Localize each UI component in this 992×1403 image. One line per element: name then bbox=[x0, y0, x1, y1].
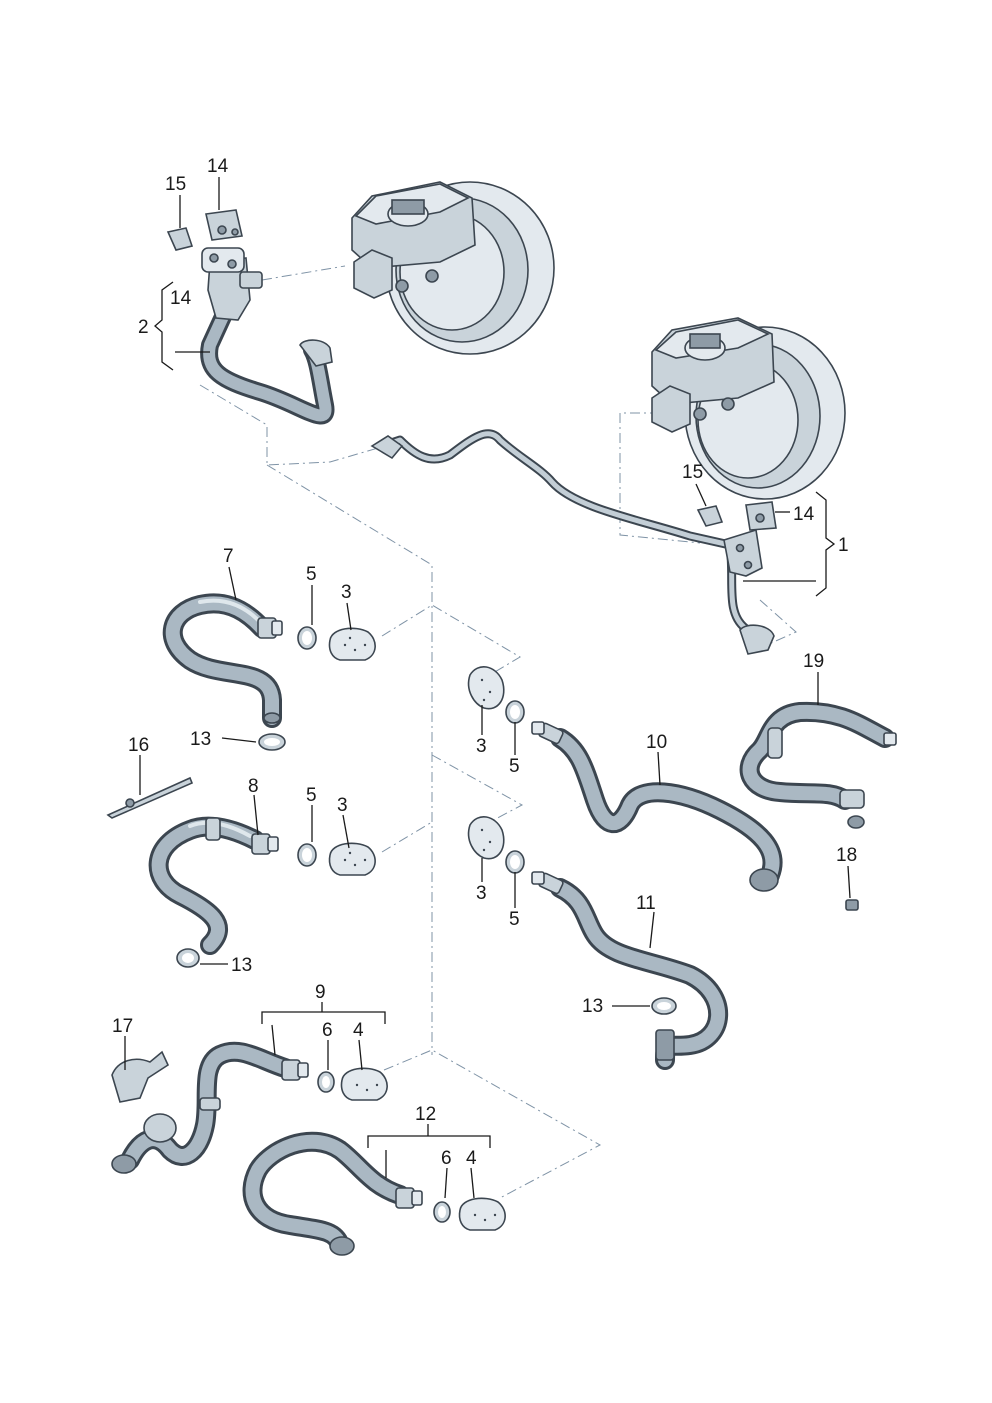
callout-19: 19 bbox=[803, 651, 824, 672]
hose-12 bbox=[242, 1131, 423, 1256]
callout-13: 13 bbox=[190, 729, 211, 750]
brake-booster-lower bbox=[651, 317, 846, 500]
callout-18: 18 bbox=[836, 845, 857, 866]
callout-6: 6 bbox=[441, 1148, 452, 1169]
vacuum-line-1 bbox=[370, 429, 775, 655]
callout-5: 5 bbox=[509, 909, 520, 930]
callout-11: 11 bbox=[636, 893, 656, 914]
hose-clamps bbox=[176, 626, 677, 1223]
hose-7 bbox=[162, 593, 283, 728]
hose-8 bbox=[148, 816, 279, 955]
hose-11 bbox=[531, 871, 729, 1070]
callout-3: 3 bbox=[476, 736, 487, 757]
callout-6: 6 bbox=[322, 1020, 333, 1041]
callout-10: 10 bbox=[646, 732, 667, 753]
callout-14: 14 bbox=[170, 288, 192, 309]
brake-booster-upper bbox=[351, 181, 555, 355]
callout-5: 5 bbox=[509, 756, 520, 777]
callout-3: 3 bbox=[341, 582, 352, 603]
callout-5: 5 bbox=[306, 564, 317, 585]
callout-5: 5 bbox=[306, 785, 317, 806]
callout-14: 14 bbox=[793, 504, 815, 525]
callout-16: 16 bbox=[128, 735, 149, 756]
callout-14: 14 bbox=[207, 156, 229, 177]
callout-15: 15 bbox=[682, 462, 703, 483]
callout-17: 17 bbox=[112, 1016, 133, 1037]
hose-19 bbox=[739, 701, 897, 829]
callout-2: 2 bbox=[138, 317, 149, 338]
callout-12: 12 bbox=[415, 1104, 436, 1125]
callout-4: 4 bbox=[466, 1148, 477, 1169]
callout-13: 13 bbox=[231, 955, 252, 976]
callout-9: 9 bbox=[315, 982, 326, 1003]
hose-10 bbox=[531, 721, 783, 892]
vacuum-line-2 bbox=[200, 247, 335, 425]
callout-1: 1 bbox=[838, 535, 849, 556]
elbow-parts bbox=[328, 627, 506, 1231]
callout-3: 3 bbox=[337, 795, 348, 816]
callout-8: 8 bbox=[248, 776, 259, 797]
callout-labels: 14 15 14 2 15 14 1 7 5 3 19 13 3 10 16 5… bbox=[112, 156, 857, 1169]
callout-7: 7 bbox=[223, 546, 234, 567]
small-parts bbox=[106, 209, 859, 1103]
callout-4: 4 bbox=[353, 1020, 364, 1041]
callout-15: 15 bbox=[165, 174, 186, 195]
callout-3: 3 bbox=[476, 883, 487, 904]
leader-lines bbox=[124, 177, 851, 1199]
callout-13: 13 bbox=[582, 996, 603, 1017]
hose-9 bbox=[111, 1041, 309, 1174]
